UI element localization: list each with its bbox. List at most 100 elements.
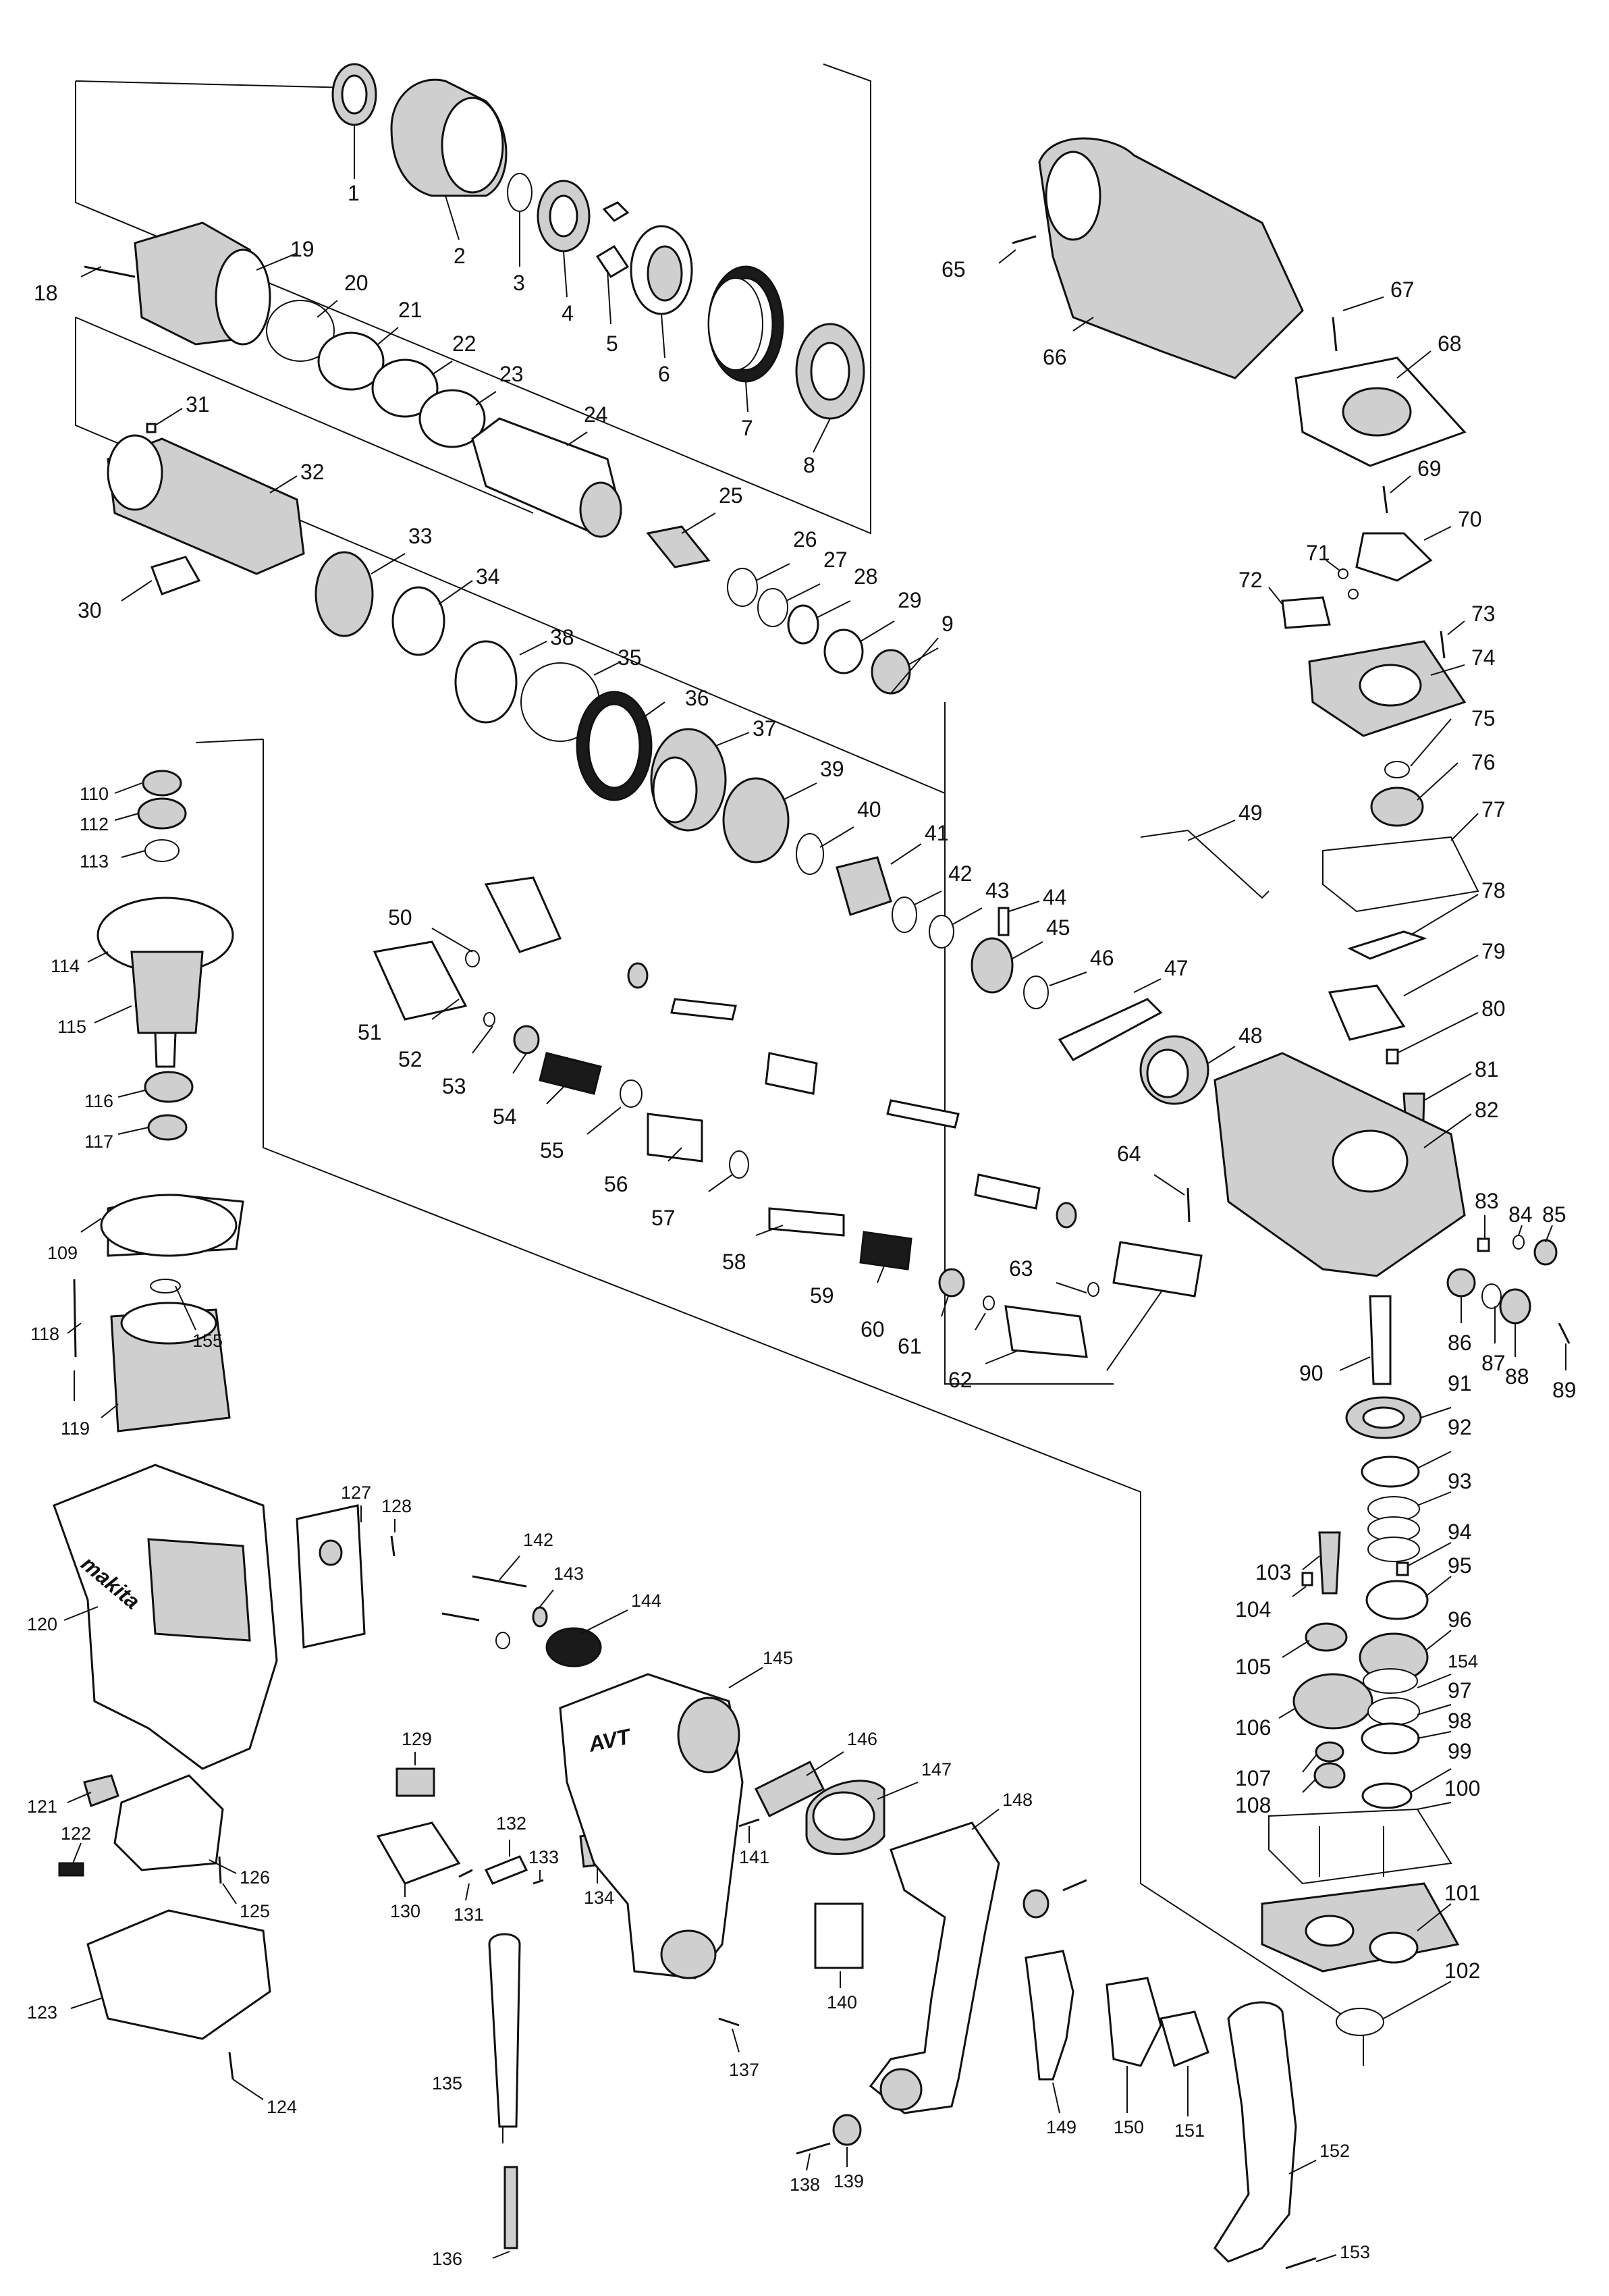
part-label-55: 55 <box>540 1138 564 1163</box>
part-label-141: 141 <box>739 1847 769 1867</box>
part-label-41: 41 <box>925 821 949 845</box>
part-label-115: 115 <box>57 1017 86 1037</box>
part-label-138: 138 <box>790 2174 820 2195</box>
part-label-97: 97 <box>1448 1678 1472 1703</box>
part-label-144: 144 <box>631 1591 661 1611</box>
part-label-77: 77 <box>1481 797 1506 822</box>
part-label-84: 84 <box>1508 1202 1533 1227</box>
part-label-105: 105 <box>1235 1655 1271 1679</box>
part-label-133: 133 <box>528 1847 559 1867</box>
part-label-128: 128 <box>381 1496 412 1516</box>
part-number-labels: 1 2 3 4 5 6 7 8 9 18 19 20 21 22 23 24 2… <box>27 181 1577 2269</box>
part-label-86: 86 <box>1448 1331 1472 1355</box>
part-label-23: 23 <box>499 362 524 386</box>
part-label-78: 78 <box>1481 878 1506 903</box>
part-label-26: 26 <box>793 527 817 552</box>
part-label-107: 107 <box>1235 1766 1271 1790</box>
part-label-80: 80 <box>1481 996 1506 1021</box>
part-label-24: 24 <box>584 402 608 427</box>
part-label-27: 27 <box>823 548 848 572</box>
part-label-42: 42 <box>948 861 973 886</box>
part-label-45: 45 <box>1046 915 1070 940</box>
part-label-53: 53 <box>442 1074 466 1098</box>
part-label-66: 66 <box>1043 345 1067 369</box>
part-label-60: 60 <box>861 1317 885 1341</box>
part-label-93: 93 <box>1448 1469 1472 1493</box>
part-label-50: 50 <box>388 905 412 930</box>
part-label-120: 120 <box>27 1614 57 1634</box>
part-label-30: 30 <box>78 598 102 622</box>
part-label-125: 125 <box>240 1901 270 1921</box>
part-label-98: 98 <box>1448 1709 1472 1733</box>
part-label-132: 132 <box>496 1813 526 1834</box>
part-label-8: 8 <box>803 453 815 477</box>
part-label-124: 124 <box>267 2097 297 2117</box>
part-label-79: 79 <box>1481 939 1506 963</box>
part-label-119: 119 <box>61 1418 90 1439</box>
part-label-28: 28 <box>854 564 878 589</box>
part-label-88: 88 <box>1505 1364 1529 1389</box>
part-label-140: 140 <box>827 1992 857 2012</box>
part-label-76: 76 <box>1471 750 1496 774</box>
part-label-109: 109 <box>47 1243 78 1263</box>
part-label-118: 118 <box>30 1324 59 1344</box>
part-label-19: 19 <box>290 237 315 261</box>
part-label-32: 32 <box>300 460 325 484</box>
part-label-69: 69 <box>1417 456 1442 481</box>
part-label-154: 154 <box>1448 1651 1478 1672</box>
part-label-91: 91 <box>1448 1371 1472 1395</box>
part-label-121: 121 <box>27 1796 57 1817</box>
part-label-129: 129 <box>402 1729 432 1749</box>
part-label-35: 35 <box>618 645 642 670</box>
part-label-113: 113 <box>80 851 109 872</box>
part-label-135: 135 <box>432 2073 462 2093</box>
part-label-38: 38 <box>550 625 574 649</box>
part-label-145: 145 <box>763 1648 793 1668</box>
part-label-82: 82 <box>1475 1098 1499 1122</box>
part-label-102: 102 <box>1444 1958 1480 1983</box>
part-label-131: 131 <box>454 1904 484 1925</box>
leader-lines <box>63 125 1566 2262</box>
part-label-25: 25 <box>719 483 743 508</box>
part-label-20: 20 <box>344 271 369 295</box>
part-label-112: 112 <box>80 814 109 834</box>
part-label-99: 99 <box>1448 1739 1472 1763</box>
part-label-92: 92 <box>1448 1415 1472 1439</box>
part-label-43: 43 <box>985 878 1010 903</box>
spring-7 <box>707 265 784 383</box>
part-label-73: 73 <box>1471 602 1496 626</box>
part-label-153: 153 <box>1340 2242 1370 2262</box>
part-label-142: 142 <box>523 1530 553 1550</box>
part-label-110: 110 <box>80 784 109 804</box>
part-label-7: 7 <box>741 416 753 440</box>
part-label-108: 108 <box>1235 1793 1271 1817</box>
part-label-22: 22 <box>452 331 476 356</box>
part-label-40: 40 <box>857 797 881 822</box>
part-label-68: 68 <box>1438 331 1462 356</box>
part-label-126: 126 <box>240 1867 270 1888</box>
part-label-47: 47 <box>1164 956 1189 980</box>
part-label-46: 46 <box>1090 946 1114 970</box>
part-label-90: 90 <box>1299 1361 1324 1385</box>
part-label-64: 64 <box>1117 1142 1141 1166</box>
part-label-149: 149 <box>1046 2117 1076 2137</box>
part-label-130: 130 <box>390 1901 420 1921</box>
part-label-71: 71 <box>1306 541 1330 565</box>
part-label-104: 104 <box>1235 1597 1271 1622</box>
part-label-18: 18 <box>34 281 58 305</box>
part-label-150: 150 <box>1114 2117 1144 2137</box>
part-label-44: 44 <box>1043 885 1067 909</box>
part-label-39: 39 <box>820 757 844 781</box>
part-label-75: 75 <box>1471 706 1496 730</box>
part-label-81: 81 <box>1475 1057 1499 1082</box>
part-label-67: 67 <box>1390 277 1415 302</box>
part-label-106: 106 <box>1235 1715 1271 1740</box>
part-label-29: 29 <box>898 588 922 612</box>
part-label-74: 74 <box>1471 645 1496 670</box>
part-label-117: 117 <box>84 1131 113 1152</box>
part-label-3: 3 <box>513 271 525 295</box>
part-label-2: 2 <box>454 244 466 268</box>
part-label-127: 127 <box>341 1483 371 1503</box>
part-label-147: 147 <box>921 1759 952 1780</box>
